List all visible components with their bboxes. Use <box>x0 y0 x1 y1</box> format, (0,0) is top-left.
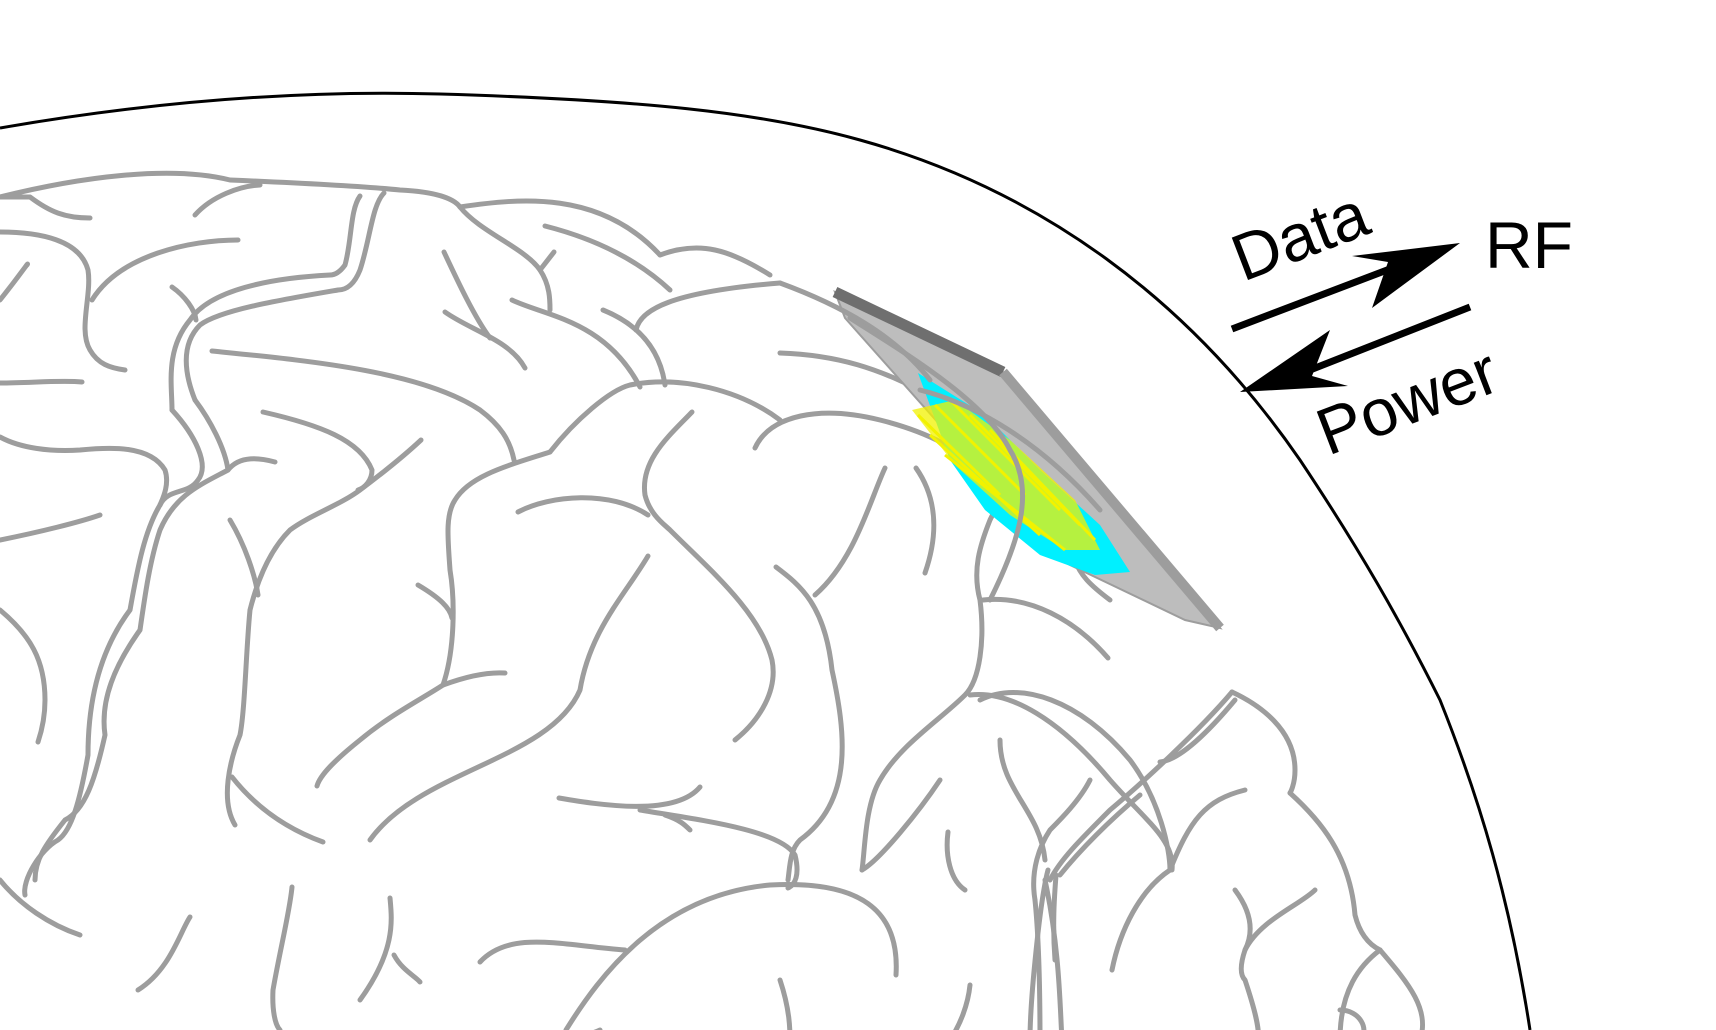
data-arrow-icon <box>1230 243 1460 333</box>
data-label: Data <box>1221 176 1378 295</box>
skull-outline <box>0 91 1532 1030</box>
power-label: Power <box>1306 333 1507 469</box>
rf-label: RF <box>1485 208 1573 282</box>
brain-cortex <box>0 170 1426 1030</box>
implant-device <box>777 280 1224 632</box>
power-arrow-icon <box>1240 303 1472 392</box>
